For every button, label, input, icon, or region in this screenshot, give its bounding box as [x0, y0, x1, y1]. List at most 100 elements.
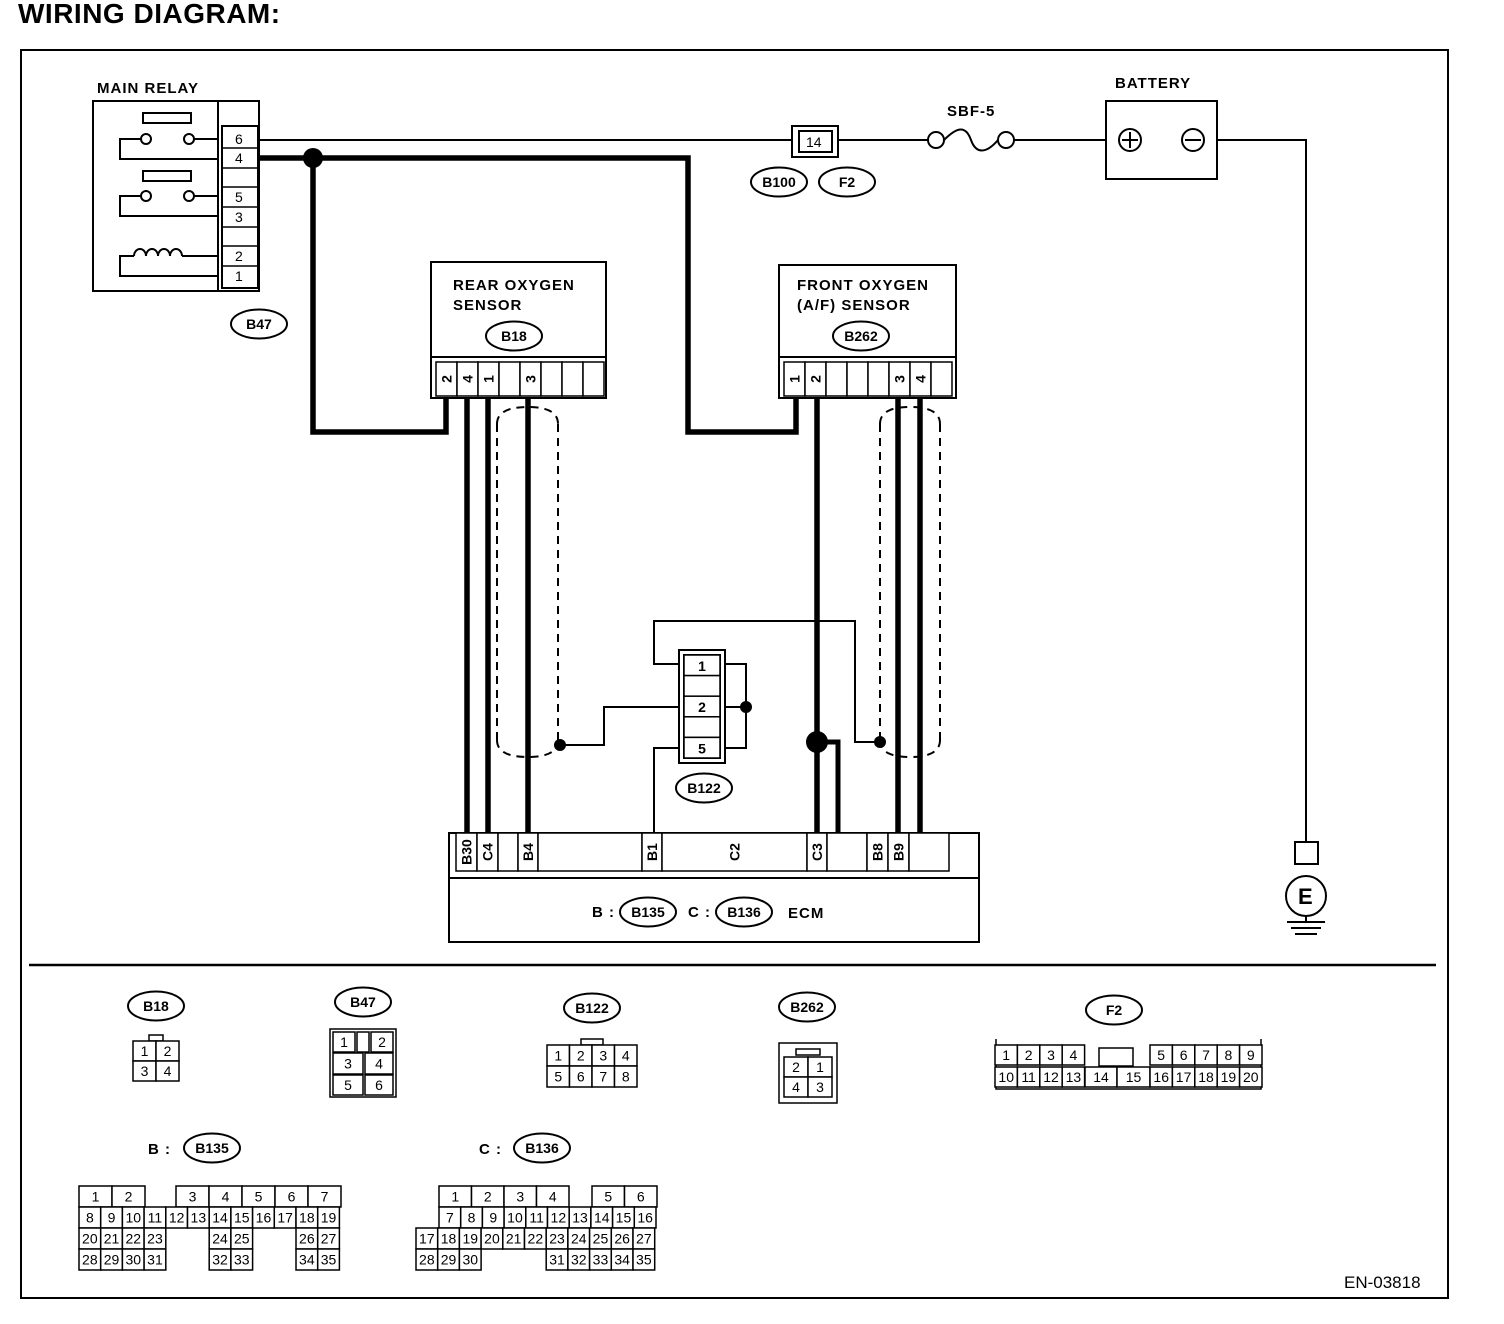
connector-code: B100: [762, 174, 796, 190]
view-cell: [332, 1052, 364, 1075]
relay-pin: 1: [235, 268, 243, 284]
view-pin: 2: [164, 1043, 172, 1059]
view-pin: 29: [441, 1252, 457, 1268]
view-pin: 24: [212, 1231, 228, 1247]
connector-oval: [675, 772, 733, 804]
view-pin: 6: [288, 1189, 296, 1205]
view-pin: 12: [1043, 1069, 1059, 1085]
b122-pin-column: 125: [683, 654, 721, 759]
view-pin: 7: [599, 1069, 607, 1085]
main-relay-label: MAIN RELAY: [97, 80, 199, 97]
view-pin: 22: [125, 1231, 141, 1247]
connector-oval: [513, 1132, 571, 1164]
ecm-b-prefix: B :: [592, 904, 615, 921]
b122-pin-cell: [683, 716, 721, 739]
view-cell: [143, 1248, 167, 1271]
connector-code: B47: [246, 316, 272, 332]
figure-code: EN-03818: [1344, 1273, 1421, 1292]
view-pin: 1: [141, 1043, 149, 1059]
connector-oval: [750, 166, 808, 198]
view-pin: 11: [529, 1210, 544, 1226]
ecm-pin: B9: [891, 843, 907, 861]
view-cell: [1061, 1044, 1086, 1066]
ecm-pin: B4: [520, 843, 536, 861]
connector-code: B18: [143, 998, 169, 1014]
ecm-c-prefix: C :: [688, 904, 711, 921]
ecm-pin: C4: [480, 843, 496, 861]
view-cell: [364, 1052, 394, 1075]
view-pin: 28: [82, 1252, 98, 1268]
view-pin: 12: [551, 1210, 567, 1226]
b122-pin: 5: [698, 740, 706, 756]
b262-pin: 3: [892, 375, 908, 383]
view-pin: 9: [108, 1210, 116, 1226]
view-pin: 10: [125, 1210, 141, 1226]
wire-rear-shield-b122: [560, 706, 684, 746]
b122-pin-cell: [683, 736, 721, 759]
view-pin: 23: [549, 1231, 565, 1247]
b122-pin: 1: [698, 658, 706, 674]
view-pin: 1: [554, 1048, 562, 1064]
junction-c2-c3: [806, 731, 828, 753]
view-pin: 13: [1066, 1069, 1082, 1085]
ecm-pin-cell: [537, 832, 643, 872]
ecm-pin-cell: [826, 832, 868, 872]
connector-code: B135: [631, 904, 665, 920]
view-pin: 17: [419, 1231, 435, 1247]
view-pin: 9: [1247, 1047, 1255, 1063]
junction-rear-shield: [554, 739, 566, 751]
view-pin: 11: [148, 1210, 163, 1226]
b136-prefix: C :: [479, 1141, 502, 1158]
wire-relay-feed-rear: [310, 158, 449, 435]
view-pin: 4: [164, 1063, 172, 1079]
wires: [258, 139, 1307, 842]
view-pin: 19: [321, 1210, 337, 1226]
view-pin: 18: [1198, 1069, 1214, 1085]
connector-oval: [1085, 994, 1143, 1026]
wire-b122-5-b1: [653, 747, 684, 833]
view-pin: 15: [234, 1210, 250, 1226]
view-pin: 35: [321, 1252, 337, 1268]
b18-pin-cell: [540, 361, 563, 397]
view-pin: 19: [1221, 1069, 1237, 1085]
b18-pin: 1: [481, 375, 497, 383]
b18-pin-cell: [582, 361, 605, 397]
diagram-heading: WIRING DIAGRAM:: [18, 0, 281, 29]
front-sensor-label: FRONT OXYGEN: [797, 277, 929, 294]
front-shield-top: [879, 405, 941, 425]
view-pin: 16: [637, 1210, 653, 1226]
view-pin: 21: [104, 1231, 120, 1247]
view-pin: 13: [572, 1210, 588, 1226]
b18-pin: 4: [460, 375, 476, 383]
connector-oval: [715, 896, 773, 928]
view-pin: 33: [234, 1252, 250, 1268]
main-relay: MAIN RELAY 6 4 5 3 2 1: [92, 80, 260, 292]
view-pin: 2: [577, 1048, 585, 1064]
view-cell: [370, 1031, 394, 1053]
connector-oval: [778, 991, 836, 1023]
fuse-label: SBF-5: [947, 103, 995, 120]
connector-code: B262: [844, 328, 878, 344]
connector-oval: [832, 320, 890, 352]
connector-oval: [183, 1132, 241, 1164]
relay-coil-icon: [119, 248, 218, 277]
view-pin: 7: [1202, 1047, 1210, 1063]
diagram-frame: [20, 49, 1449, 1299]
view-pin: 2: [484, 1189, 492, 1205]
wire-b122-1-front-shield: [653, 620, 880, 743]
view-pin: 15: [1126, 1069, 1142, 1085]
view-pin: 5: [604, 1189, 612, 1205]
view-pin: 6: [577, 1069, 585, 1085]
view-pin: 23: [147, 1231, 163, 1247]
view-pin: 4: [792, 1079, 800, 1095]
relay-switch-icon: [119, 170, 218, 217]
view-cell: [316, 1248, 341, 1271]
view-pin: 14: [594, 1210, 610, 1226]
view-pin: 8: [622, 1069, 630, 1085]
view-pin: 16: [1153, 1069, 1169, 1085]
b100-pin: 14: [806, 134, 822, 150]
